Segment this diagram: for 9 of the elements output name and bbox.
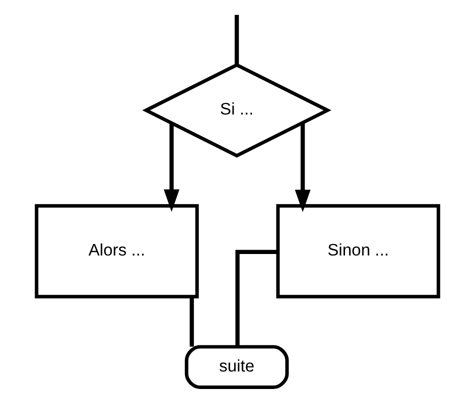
node-box: Alors ... <box>34 204 198 298</box>
connector <box>234 14 238 65</box>
arrow <box>294 122 310 212</box>
node-box: suite <box>184 345 288 390</box>
connector <box>189 297 194 347</box>
node-diamond: Si ... <box>142 63 331 158</box>
arrow <box>163 123 179 212</box>
node-box: Sinon ... <box>276 204 440 298</box>
connector <box>234 250 278 346</box>
